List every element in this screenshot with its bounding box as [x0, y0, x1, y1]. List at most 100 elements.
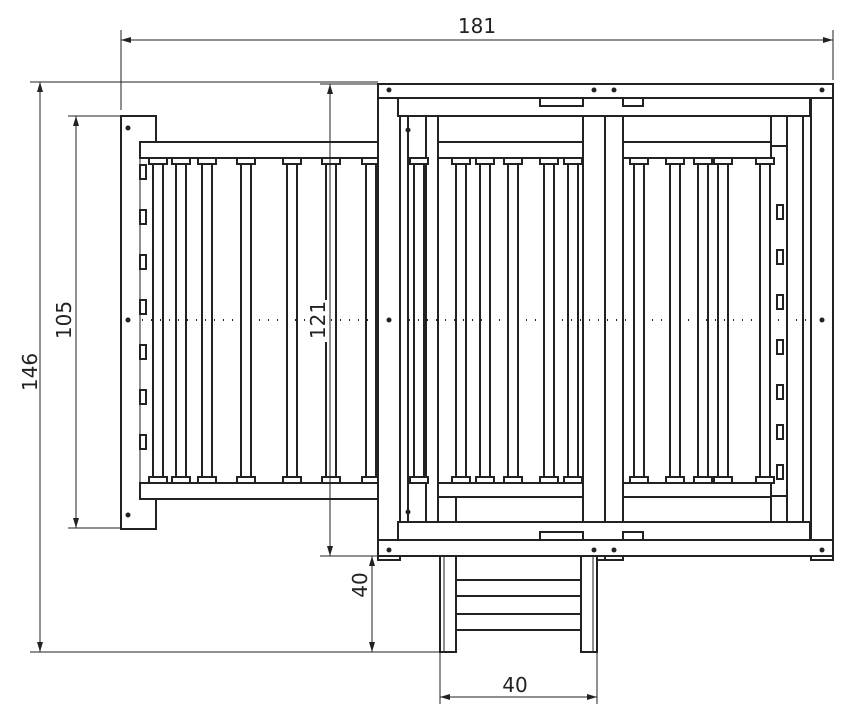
slat-clip: [197, 476, 217, 484]
dimension-label-40-horizontal: 40: [502, 673, 527, 697]
left-bed-top-rail: [139, 141, 381, 159]
slat-clip: [409, 476, 429, 484]
slat-clip: [713, 476, 733, 484]
wall-bracket: [776, 339, 784, 355]
bolt-hole: [125, 317, 131, 323]
inner-post-left-2: [425, 115, 439, 523]
bolt-hole: [405, 509, 411, 515]
dimension-label-181: 181: [458, 14, 496, 38]
ladder: [439, 555, 598, 653]
slat-clip: [475, 476, 495, 484]
bottom-rail-outer: [377, 539, 834, 557]
loft-right-bottom-rail: [622, 482, 772, 498]
bed-slat: [717, 159, 729, 482]
slat-clip: [665, 157, 685, 165]
post-bolt-holes: [125, 87, 825, 553]
slat-clip: [755, 157, 775, 165]
bed-slat: [759, 159, 771, 482]
wall-bracket: [139, 344, 147, 360]
dimension-label-146: 146: [18, 353, 42, 391]
ladder-left-rail: [439, 555, 457, 653]
bolt-hole: [591, 547, 597, 553]
slat-clip: [539, 476, 559, 484]
bed-slat: [669, 159, 681, 482]
bolt-hole: [386, 547, 392, 553]
bed-slat: [240, 159, 252, 482]
top-rail-outer: [377, 83, 834, 99]
bolt-hole: [611, 87, 617, 93]
slat-clip: [503, 476, 523, 484]
loft-left-bottom-rail: [437, 482, 584, 498]
dimension-total-depth: 146: [18, 81, 440, 653]
dimension-left-bed-length: 105: [52, 115, 121, 529]
bolt-hole: [386, 317, 392, 323]
slat-clip: [539, 157, 559, 165]
bed-slat: [543, 159, 555, 482]
inner-post-right-top: [770, 115, 788, 147]
wall-bracket: [139, 254, 147, 270]
dimension-ladder-width: 40: [439, 652, 598, 704]
left-headboard: [120, 115, 157, 530]
wall-bracket: [776, 294, 784, 310]
bolt-hole: [125, 512, 131, 518]
slat-clip: [282, 157, 302, 165]
loft-structure: [125, 83, 834, 561]
middle-post-right: [604, 83, 624, 561]
bolt-hole: [819, 317, 825, 323]
ladder-right-rail: [580, 555, 598, 653]
wall-bracket: [776, 424, 784, 440]
slat-clip: [451, 157, 471, 165]
slat-clip: [171, 157, 191, 165]
left-bed-bottom-rail: [139, 482, 381, 500]
bottom-rail-inner: [397, 521, 811, 541]
dimension-inner-bed-length: 121: [306, 83, 378, 557]
loft-right-top-rail: [622, 141, 772, 159]
bolt-hole: [591, 87, 597, 93]
dimension-label-121: 121: [306, 301, 330, 339]
slat-clip: [755, 476, 775, 484]
slat-clip: [475, 157, 495, 165]
wall-bracket: [139, 164, 147, 180]
slat-clip: [503, 157, 523, 165]
bed-slat: [152, 159, 164, 482]
ladder-top-step: [455, 496, 584, 523]
slat-clip: [148, 157, 168, 165]
slat-clip: [629, 157, 649, 165]
slat-clip: [693, 476, 713, 484]
loft-left-top-rail: [437, 141, 584, 159]
top-rail-joint-right: [622, 97, 644, 107]
slat-clip: [148, 476, 168, 484]
bottom-rail-joint-left: [539, 531, 584, 541]
bolt-hole: [819, 87, 825, 93]
slat-clip: [451, 476, 471, 484]
slat-clip: [321, 157, 341, 165]
bolt-hole: [405, 127, 411, 133]
bolt-hole: [125, 125, 131, 131]
wall-bracket: [776, 384, 784, 400]
bed-slat: [633, 159, 645, 482]
slat-clip: [409, 157, 429, 165]
middle-post-left: [582, 83, 606, 561]
top-rail-inner: [397, 97, 811, 117]
dimension-label-40-vertical: 40: [348, 572, 372, 597]
slat-clip: [713, 157, 733, 165]
wall-bracket: [139, 434, 147, 450]
wall-bracket: [139, 209, 147, 225]
bolt-hole: [819, 547, 825, 553]
bed-slat: [455, 159, 467, 482]
bed-slat: [175, 159, 187, 482]
wall-bracket: [139, 389, 147, 405]
left-lower-bed: [120, 115, 381, 530]
wall-bracket: [776, 464, 784, 480]
dimension-ladder-depth: 40: [348, 555, 378, 652]
dimension-total-width: 181: [120, 14, 834, 110]
slat-clip: [563, 157, 583, 165]
wall-bracket: [139, 299, 147, 315]
wall-bracket: [776, 249, 784, 265]
bolt-hole: [386, 87, 392, 93]
slat-clip: [282, 476, 302, 484]
slat-clip: [236, 476, 256, 484]
slat-clip: [665, 476, 685, 484]
inner-post-right: [786, 115, 804, 523]
